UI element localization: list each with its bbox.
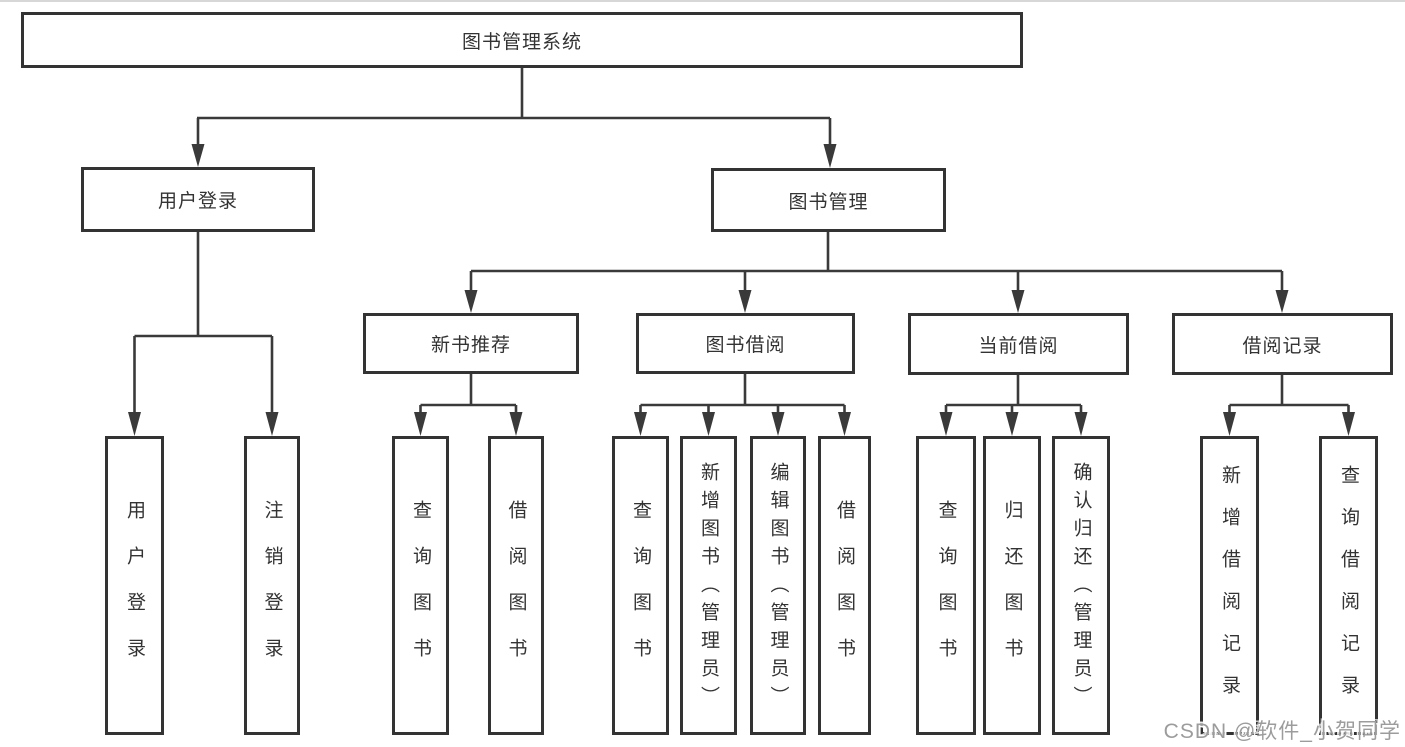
leaf-return-book: 归还图书 xyxy=(983,436,1041,735)
node-user-login: 用户登录 xyxy=(81,167,315,232)
node-user-login-label: 用户登录 xyxy=(157,191,238,212)
leaf-borrow-book: 借阅图书 xyxy=(818,436,871,735)
node-borrowing-records: 借阅记录 xyxy=(1172,313,1393,375)
leaf-query-book-current-label: 查询图书 xyxy=(935,500,957,684)
leaf-query-book-borrowing-label: 查询图书 xyxy=(630,500,651,684)
leaf-edit-book-admin: 编辑图书（管理员） xyxy=(750,436,806,735)
leaf-confirm-return-admin-label: 确认归还（管理员） xyxy=(1070,461,1092,714)
leaf-query-book-current: 查询图书 xyxy=(916,436,976,735)
leaf-borrow-book-label: 借阅图书 xyxy=(834,500,855,684)
leaf-query-book-borrowing: 查询图书 xyxy=(612,436,669,735)
leaf-user-login-label: 用户登录 xyxy=(124,500,145,684)
csdn-watermark: CSDN @软件_小贺同学 xyxy=(1163,720,1401,743)
node-borrowing-records-label: 借阅记录 xyxy=(1242,335,1323,357)
leaf-logout-label: 注销登录 xyxy=(261,500,283,684)
leaf-add-borrow-record-label: 新增借阅记录 xyxy=(1219,465,1240,717)
node-book-management: 图书管理 xyxy=(711,168,946,232)
node-current-borrowing: 当前借阅 xyxy=(908,313,1129,375)
node-book-management-label: 图书管理 xyxy=(788,191,869,213)
leaf-borrow-book-recommend-label: 借阅图书 xyxy=(505,500,527,684)
node-current-borrowing-label: 当前借阅 xyxy=(978,335,1059,357)
leaf-add-book-admin-label: 新增图书（管理员） xyxy=(698,461,719,714)
leaf-add-book-admin: 新增图书（管理员） xyxy=(680,436,737,735)
node-root-label: 图书管理系统 xyxy=(461,31,582,53)
leaf-query-borrow-record: 查询借阅记录 xyxy=(1319,436,1378,735)
leaf-borrow-book-recommend: 借阅图书 xyxy=(488,436,544,735)
node-book-borrowing-label: 图书借阅 xyxy=(705,335,786,356)
leaf-confirm-return-admin: 确认归还（管理员） xyxy=(1052,436,1110,735)
leaf-query-book-recommend: 查询图书 xyxy=(392,436,449,735)
leaf-user-login: 用户登录 xyxy=(105,436,164,735)
leaf-add-borrow-record: 新增借阅记录 xyxy=(1200,436,1259,735)
node-book-borrowing: 图书借阅 xyxy=(636,313,855,374)
leaf-query-book-recommend-label: 查询图书 xyxy=(410,500,431,684)
leaf-edit-book-admin-label: 编辑图书（管理员） xyxy=(767,461,789,714)
arrowheads xyxy=(128,144,1355,436)
node-root: 图书管理系统 xyxy=(21,12,1023,68)
leaf-logout: 注销登录 xyxy=(244,436,300,735)
leaf-return-book-label: 归还图书 xyxy=(1001,500,1023,684)
node-new-book-recommend-label: 新书推荐 xyxy=(430,335,511,356)
leaf-query-borrow-record-label: 查询借阅记录 xyxy=(1338,465,1359,717)
node-new-book-recommend: 新书推荐 xyxy=(363,313,579,374)
